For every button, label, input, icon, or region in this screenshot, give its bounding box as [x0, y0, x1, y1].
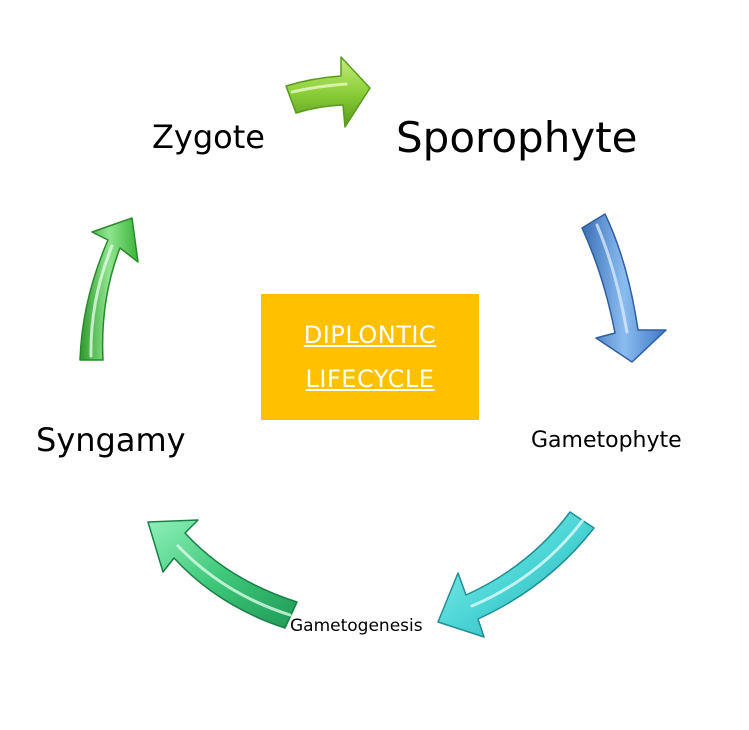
stage-zygote: Zygote: [152, 118, 265, 156]
title-line-2: LIFECYCLE: [305, 365, 435, 393]
arrow-down-left-icon: [437, 511, 595, 638]
title-line-1: DIPLONTIC: [303, 321, 437, 349]
arrow-right-icon: [285, 56, 371, 128]
stage-syngamy: Syngamy: [36, 421, 186, 459]
stage-sporophyte: Sporophyte: [396, 113, 638, 162]
stage-gametophyte: Gametophyte: [531, 428, 682, 453]
lifecycle-title-box: DIPLONTIC LIFECYCLE: [261, 294, 479, 420]
stage-gametogenesis: Gametogenesis: [290, 616, 423, 636]
arrow-up-left-icon: [147, 519, 298, 629]
arrow-down-icon: [581, 213, 667, 363]
arrow-up-icon: [79, 217, 139, 361]
